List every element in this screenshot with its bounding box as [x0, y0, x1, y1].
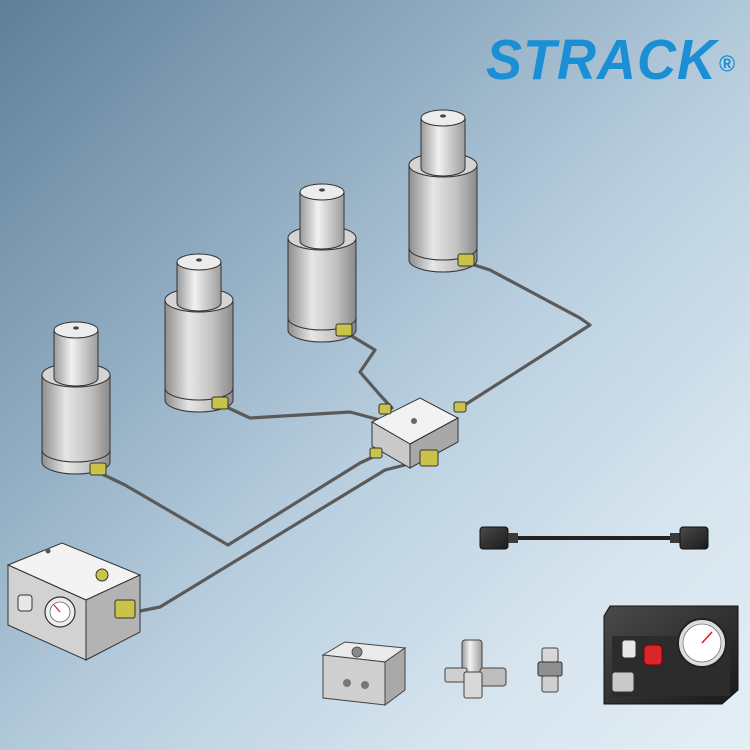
- control-panel: [6, 542, 142, 661]
- hose-control: [133, 463, 407, 614]
- hose-cylinder-3: [343, 330, 394, 410]
- gas-spring-3: [287, 183, 357, 343]
- hose-with-fittings: [479, 526, 709, 550]
- gas-spring-4: [408, 109, 478, 273]
- hose-cylinder-4: [458, 260, 592, 410]
- gas-spring-2: [164, 253, 234, 413]
- elbow-fitting: [444, 639, 507, 699]
- hose-cylinder-2: [220, 403, 382, 422]
- registered-mark: ®: [719, 50, 737, 77]
- gauge-panel: [603, 605, 739, 705]
- strack-logo: STRACK®: [486, 29, 736, 92]
- gas-spring-1: [41, 321, 111, 476]
- distribution-block: [369, 397, 467, 469]
- manifold-block: [321, 641, 407, 706]
- logo-text: STRACK: [486, 28, 717, 92]
- hose-cylinder-1: [98, 453, 379, 547]
- hose-lines: [98, 260, 592, 614]
- straight-fitting: [537, 647, 563, 693]
